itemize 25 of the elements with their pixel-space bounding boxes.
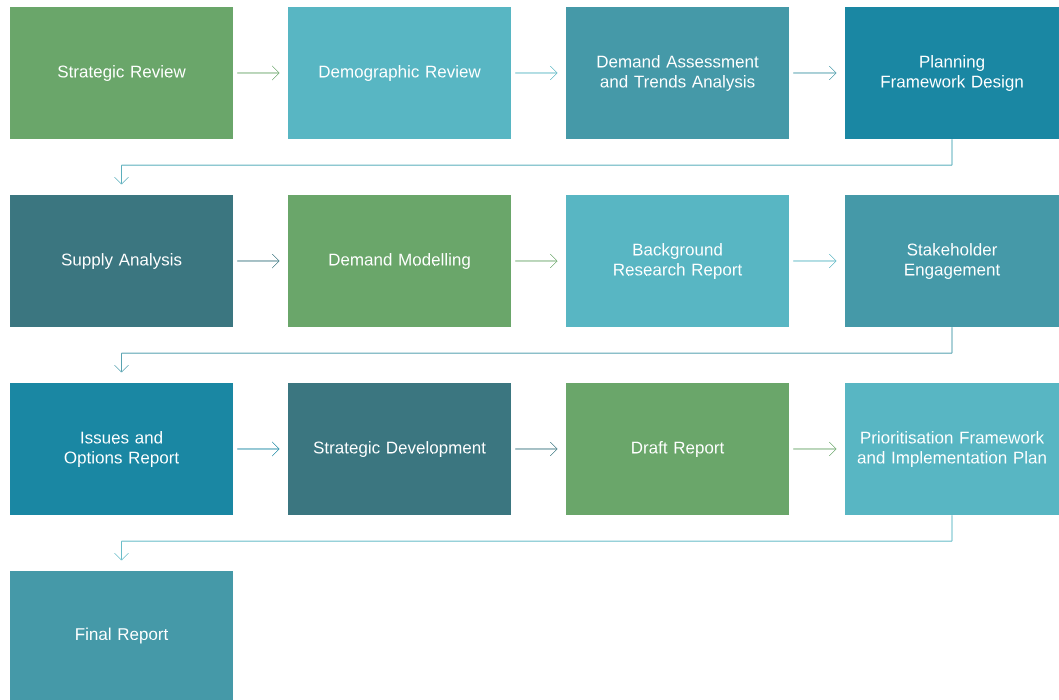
process-box: Background Research Report (566, 195, 789, 327)
process-box: Issues and Options Report (10, 383, 233, 515)
arrow (114, 326, 953, 373)
process-box: Prioritisation Framework and Implementation Plan (845, 383, 1059, 515)
arrow (514, 253, 558, 269)
arrow (236, 65, 280, 81)
process-box: Demand Assessment and Trends Analysis (566, 7, 789, 139)
process-box: Demand Modelling (288, 195, 511, 327)
arrow (114, 514, 953, 561)
arrow (514, 441, 558, 457)
process-box: Draft Report (566, 383, 789, 515)
process-box: Planning Framework Design (845, 7, 1059, 139)
process-box: Stakeholder Engagement (845, 195, 1059, 327)
arrow (792, 441, 837, 457)
arrow (236, 441, 280, 457)
process-box: Supply Analysis (10, 195, 233, 327)
arrow (792, 253, 837, 269)
arrow (792, 65, 837, 81)
arrow (114, 138, 953, 185)
arrow (514, 65, 558, 81)
process-box: Demographic Review (288, 7, 511, 139)
process-box: Final Report (10, 571, 233, 700)
process-box: Strategic Review (10, 7, 233, 139)
process-box: Strategic Development (288, 383, 511, 515)
arrow (236, 253, 280, 269)
